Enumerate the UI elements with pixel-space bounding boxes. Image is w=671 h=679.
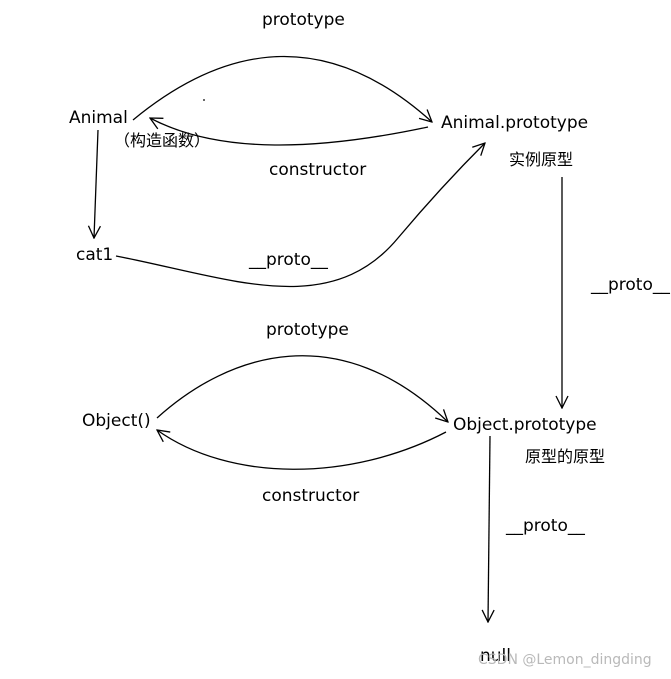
label-top-prototype: prototype <box>262 10 345 30</box>
node-animal-note: （构造函数） <box>114 131 211 150</box>
label-animal-prototype-proto: __proto__ <box>591 275 670 295</box>
label-bottom-constructor: constructor <box>262 486 360 506</box>
node-null: null <box>480 646 511 666</box>
node-object-ctor: Object() <box>82 411 151 431</box>
edge-top-constructor <box>150 118 429 146</box>
node-cat1: cat1 <box>76 245 114 265</box>
node-object-prototype-note: 原型的原型 <box>525 447 606 466</box>
stray-dot <box>203 99 205 101</box>
label-object-prototype-proto: __proto__ <box>506 516 585 536</box>
edge-animal-cat1 <box>94 129 98 238</box>
label-cat1-proto: __proto__ <box>249 250 328 270</box>
edge-object-prototype-proto <box>488 435 490 622</box>
edge-bottom-constructor <box>157 430 447 470</box>
label-top-constructor: constructor <box>269 160 367 180</box>
node-animal-prototype: Animal.prototype <box>441 113 589 133</box>
edge-cat1-proto <box>115 143 485 288</box>
node-animal-prototype-note: 实例原型 <box>509 150 574 169</box>
edge-bottom-prototype <box>156 355 448 422</box>
node-object-prototype: Object.prototype <box>453 415 597 435</box>
label-bottom-prototype: prototype <box>266 320 349 340</box>
watermark: CSDN @Lemon_dingding <box>478 652 652 668</box>
edge-top-prototype <box>132 55 432 122</box>
node-animal: Animal <box>69 108 128 128</box>
